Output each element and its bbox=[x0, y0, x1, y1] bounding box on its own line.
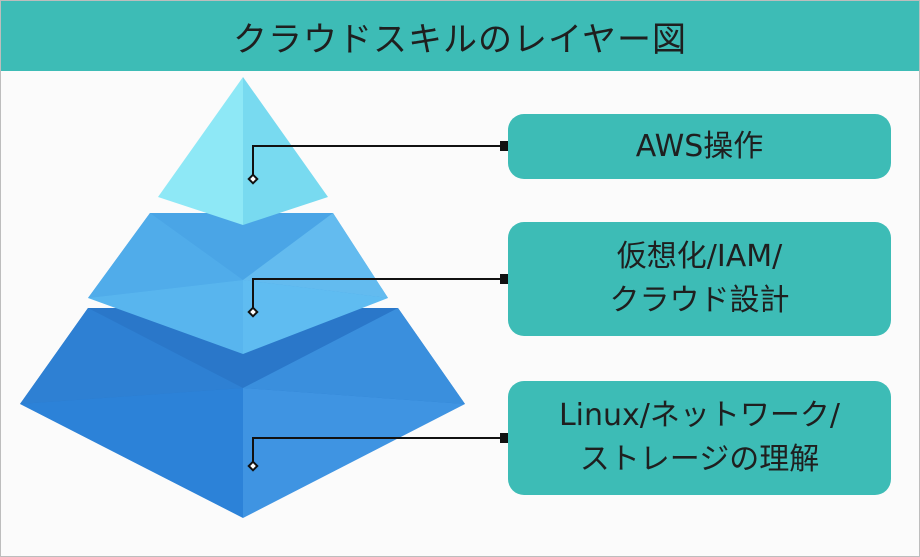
pyramid-tier-bottom bbox=[20, 308, 465, 518]
connector-middle bbox=[247, 274, 510, 318]
connector-top bbox=[247, 141, 510, 185]
diagram-title: クラウドスキルのレイヤー図 bbox=[233, 19, 687, 60]
connector-bottom bbox=[247, 433, 510, 472]
layer-label-top: AWS操作 bbox=[508, 114, 891, 179]
layer-label-bottom-line-1: Linux/ネットワーク/ bbox=[558, 398, 841, 433]
pyramid-tier-middle bbox=[88, 213, 388, 354]
layer-label-bottom-line-2: ストレージの理解 bbox=[579, 442, 820, 477]
layer-label-top-line-1: AWS操作 bbox=[635, 128, 764, 164]
layer-label-middle: 仮想化/IAM/ クラウド設計 bbox=[508, 222, 891, 336]
pyramid-tier-top bbox=[158, 77, 328, 225]
title-bar: クラウドスキルのレイヤー図 bbox=[1, 1, 919, 71]
layer-label-middle-line-1: 仮想化/IAM/ bbox=[616, 239, 783, 274]
layer-label-middle-line-2: クラウド設計 bbox=[609, 283, 790, 318]
layer-label-bottom: Linux/ネットワーク/ ストレージの理解 bbox=[508, 381, 891, 495]
